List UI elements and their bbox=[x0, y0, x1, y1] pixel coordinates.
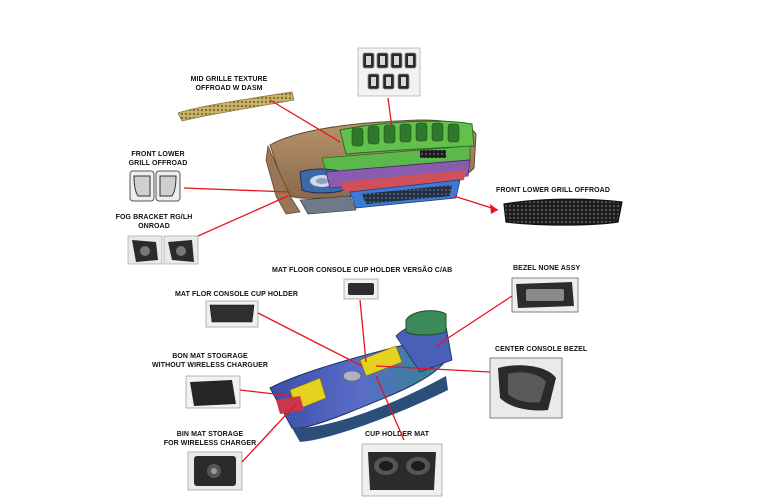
label-fog-bracket: FOG BRACKET RG/LH ONROAD bbox=[115, 214, 193, 230]
label-bin-mat: BIN MAT STORAGE FOR WIRELESS CHARGER bbox=[163, 431, 257, 447]
leader-fog-bracket bbox=[197, 195, 289, 237]
leader-mat-floor-versao bbox=[359, 299, 367, 363]
leader-grille-inserts bbox=[387, 97, 393, 129]
grille-inserts-thumbnail bbox=[357, 47, 421, 97]
label-bon-mat: BON MAT STOGRAGE WITHOUT WIRELESS CHARGU… bbox=[151, 353, 269, 369]
front-bumper-assembly bbox=[265, 119, 477, 215]
bezel-none-assy-thumbnail bbox=[511, 277, 579, 313]
label-cup-holder-mat: CUP HOLDER MAT bbox=[365, 431, 430, 438]
bin-mat-thumbnail bbox=[187, 451, 243, 491]
label-mid-grille: MID GRILLE TEXTURE OFFROAD W DASM bbox=[190, 76, 268, 92]
leader-cup-holder-mat bbox=[375, 375, 405, 441]
label-front-lower-grill-left: FRONT LOWER GRILL OFFROAD bbox=[128, 151, 188, 167]
leader-mid-grille bbox=[269, 99, 341, 143]
front-lower-grill-right-part bbox=[503, 198, 623, 226]
mat-floor-versao-thumbnail bbox=[343, 278, 379, 300]
leader-front-lower-left bbox=[183, 187, 291, 193]
leader-bezel-none bbox=[435, 295, 513, 347]
center-console-bezel-thumbnail bbox=[489, 357, 563, 419]
leader-bin-mat bbox=[241, 403, 297, 463]
leader-mat-flor bbox=[257, 312, 363, 367]
mat-flor-thumbnail bbox=[205, 300, 259, 328]
label-center-console-bezel: CENTER CONSOLE BEZEL bbox=[495, 346, 588, 353]
leader-bon-mat bbox=[239, 389, 293, 397]
cup-holder-mat-thumbnail bbox=[361, 443, 443, 497]
bon-mat-thumbnail bbox=[185, 375, 241, 409]
fog-bracket-thumbnail bbox=[127, 235, 199, 265]
label-front-lower-grill-right: FRONT LOWER GRILL OFFROAD bbox=[496, 187, 610, 194]
front-lower-grill-left-thumbnail bbox=[129, 170, 181, 202]
label-mat-floor-versao: MAT FLOOR CONSOLE CUP HOLDER VERSÃO C/AB bbox=[272, 267, 453, 274]
leader-center-bezel bbox=[375, 365, 491, 373]
leader-lines bbox=[183, 97, 513, 463]
mid-grille-texture-part bbox=[177, 91, 295, 122]
arrowhead-front-lower-right bbox=[490, 204, 498, 214]
center-console-assembly bbox=[269, 310, 453, 442]
label-bezel-none-assy: BEZEL NONE ASSY bbox=[513, 265, 581, 272]
label-mat-flor: MAT FLOR CONSOLE CUP HOLDER bbox=[175, 291, 298, 298]
